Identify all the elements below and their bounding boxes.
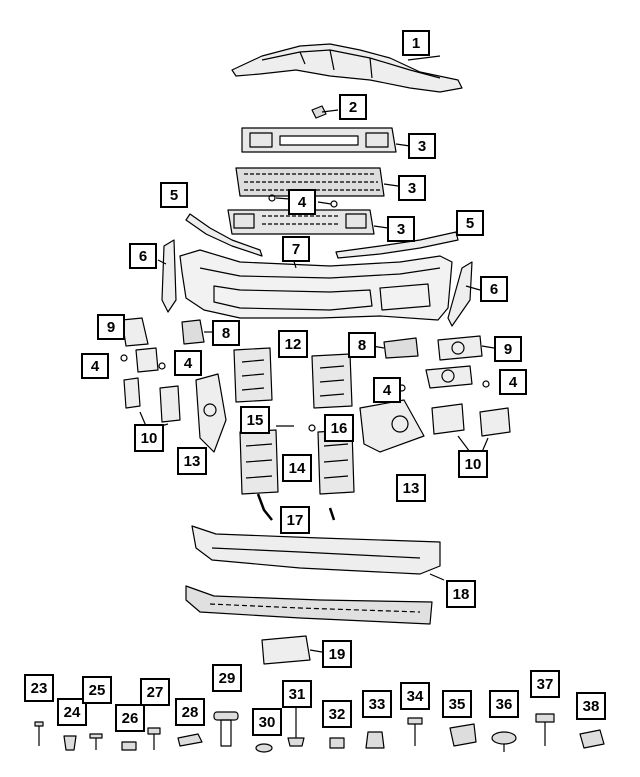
- air-deflector-part: [185, 585, 433, 625]
- callout-34: 34: [400, 682, 430, 710]
- callout-5: 5: [160, 182, 188, 208]
- skid-plate-part: [231, 43, 463, 93]
- middle-grille-part: [235, 167, 399, 197]
- fog-lamp-left-part: [121, 317, 149, 347]
- callout-27: 27: [140, 678, 170, 706]
- callout-23: 23: [24, 674, 54, 702]
- callout-7: 7: [282, 236, 310, 262]
- callout-24: 24: [57, 698, 87, 726]
- end-cap-left-part: [161, 239, 177, 313]
- lower-grille-part: [227, 209, 389, 235]
- callout-18: 18: [446, 580, 476, 608]
- callout-10: 10: [458, 450, 488, 478]
- callout-31: 31: [282, 680, 312, 708]
- frame-bracket-left-part: [239, 429, 279, 495]
- callout-10: 10: [134, 424, 164, 452]
- callout-4: 4: [373, 377, 401, 403]
- callout-4: 4: [81, 353, 109, 379]
- callout-1: 1: [402, 30, 430, 56]
- callout-36: 36: [489, 690, 519, 718]
- callout-29: 29: [212, 664, 242, 692]
- callout-3: 3: [408, 133, 436, 159]
- callout-17: 17: [280, 506, 310, 534]
- callout-4: 4: [288, 189, 316, 215]
- callout-3: 3: [398, 175, 426, 201]
- callout-9: 9: [494, 336, 522, 362]
- callout-2: 2: [339, 94, 367, 120]
- bracket-right-part: [431, 403, 465, 435]
- end-cap-right-part: [447, 261, 473, 327]
- callout-6: 6: [129, 243, 157, 269]
- upper-grille-part: [241, 127, 411, 153]
- callout-8: 8: [212, 320, 240, 346]
- fasteners-row: [34, 708, 605, 753]
- callout-12: 12: [278, 330, 308, 358]
- callout-6: 6: [480, 276, 508, 302]
- side-bracket-left-part: [185, 213, 263, 257]
- bolt-part: [311, 105, 339, 119]
- callout-4: 4: [499, 369, 527, 395]
- callout-15: 15: [240, 406, 270, 434]
- callout-5: 5: [456, 210, 484, 236]
- callout-13: 13: [177, 447, 207, 475]
- callout-13: 13: [396, 474, 426, 502]
- callout-32: 32: [322, 700, 352, 728]
- fog-lamp-right-part: [437, 335, 483, 361]
- callout-33: 33: [362, 690, 392, 718]
- callout-25: 25: [82, 676, 112, 704]
- callout-3: 3: [387, 216, 415, 242]
- callout-37: 37: [530, 670, 560, 698]
- callout-35: 35: [442, 690, 472, 718]
- front-bumper-part: [179, 249, 453, 321]
- callout-26: 26: [115, 704, 145, 732]
- callout-8: 8: [348, 332, 376, 358]
- side-support-left-part: [195, 373, 227, 453]
- license-bracket-part: [261, 635, 311, 665]
- callout-14: 14: [282, 454, 312, 482]
- bracket-left-part: [123, 377, 141, 409]
- callout-30: 30: [252, 708, 282, 736]
- fog-bezel-left-part: [181, 319, 205, 345]
- fog-bezel-right-part: [383, 337, 419, 359]
- callout-38: 38: [576, 692, 606, 720]
- callout-16: 16: [324, 414, 354, 442]
- callout-28: 28: [175, 698, 205, 726]
- side-bracket-right-part: [335, 231, 459, 259]
- callout-19: 19: [322, 640, 352, 668]
- lower-valance-part: [191, 525, 445, 581]
- callout-9: 9: [97, 314, 125, 340]
- callout-4: 4: [174, 350, 202, 376]
